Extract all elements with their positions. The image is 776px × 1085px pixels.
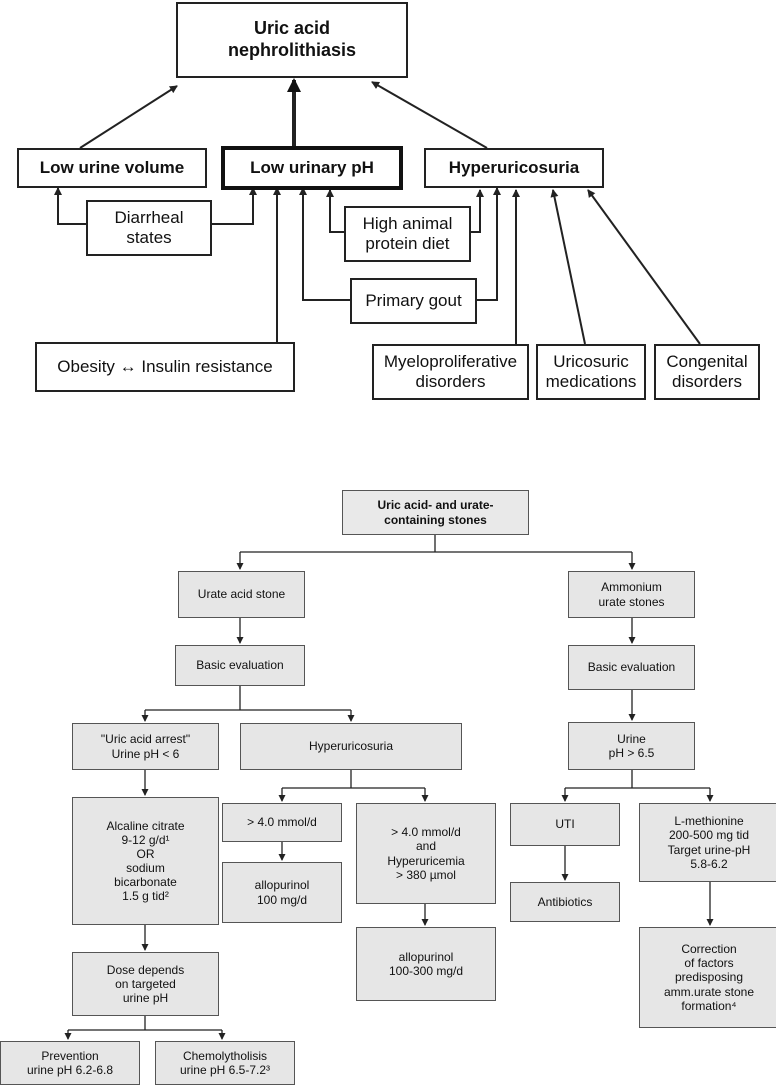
node-low-urine-volume: Low urine volume	[17, 148, 207, 188]
node-high-animal-protein-diet: High animal protein diet	[344, 206, 471, 262]
arrow-lowvolume-to-root	[79, 85, 178, 149]
arrow-congenital-to-hyper	[587, 189, 701, 345]
arrow-gout-to-lowph	[299, 187, 350, 301]
node-basic-evaluation-right: Basic evaluation	[568, 645, 695, 690]
arrow-diarrheal-to-lowph	[212, 187, 257, 225]
node-prevention: Prevention urine pH 6.2-6.8	[0, 1041, 140, 1085]
node-congenital-disorders: Congenital disorders	[654, 344, 760, 400]
node-basic-evaluation-left: Basic evaluation	[175, 645, 305, 686]
node-uti: UTI	[510, 803, 620, 846]
node-low-urinary-ph: Low urinary pH	[221, 146, 403, 190]
node-uricosuric-medications: Uricosuric medications	[536, 344, 646, 400]
node-correction-of-factors: Correction of factors predisposing amm.u…	[639, 927, 776, 1028]
node-urine-ph-gt-6-5: Urine pH > 6.5	[568, 722, 695, 770]
node-gt-4-mmol: > 4.0 mmol/d	[222, 803, 342, 842]
node-uric-acid-arrest: "Uric acid arrest" Urine pH < 6	[72, 723, 219, 770]
node-myeloproliferative-disorders: Myeloproliferative disorders	[372, 344, 529, 400]
node-urate-acid-stone: Urate acid stone	[178, 571, 305, 618]
node-allopurinol-100: allopurinol 100 mg/d	[222, 862, 342, 923]
node-uric-acid-urate-stones: Uric acid- and urate- containing stones	[342, 490, 529, 535]
arrow-hyper-to-root	[371, 81, 488, 149]
arrow-uricosuric-to-hyper	[550, 189, 586, 345]
node-allopurinol-100-300: allopurinol 100-300 mg/d	[356, 927, 496, 1001]
node-dose-depends: Dose depends on targeted urine pH	[72, 952, 219, 1016]
node-hyperuricosuria-bottom: Hyperuricosuria	[240, 723, 462, 770]
arrow-protein-to-lowph	[326, 189, 344, 233]
node-obesity-insulin-resistance: Obesity ↔ Insulin resistance	[35, 342, 295, 392]
node-l-methionine: L-methionine 200-500 mg tid Target urine…	[639, 803, 776, 882]
arrow-protein-to-hyper	[471, 189, 484, 233]
arrow-gout-to-hyper	[477, 187, 501, 301]
node-ammonium-urate-stones: Ammonium urate stones	[568, 571, 695, 618]
node-primary-gout: Primary gout	[350, 278, 477, 324]
node-uric-acid-nephrolithiasis: Uric acid nephrolithiasis	[176, 2, 408, 78]
node-gt-4-mmol-hyperuricemia: > 4.0 mmol/d and Hyperuricemia > 380 µmo…	[356, 803, 496, 904]
arrow-diarrheal-to-lowvolume	[54, 187, 86, 225]
node-hyperuricosuria-top: Hyperuricosuria	[424, 148, 604, 188]
node-alcaline-citrate: Alcaline citrate 9-12 g/d¹ OR sodium bic…	[72, 797, 219, 925]
node-antibiotics: Antibiotics	[510, 882, 620, 922]
node-chemolytholisis: Chemolytholisis urine pH 6.5-7.2³	[155, 1041, 295, 1085]
node-diarrheal-states: Diarrheal states	[86, 200, 212, 256]
